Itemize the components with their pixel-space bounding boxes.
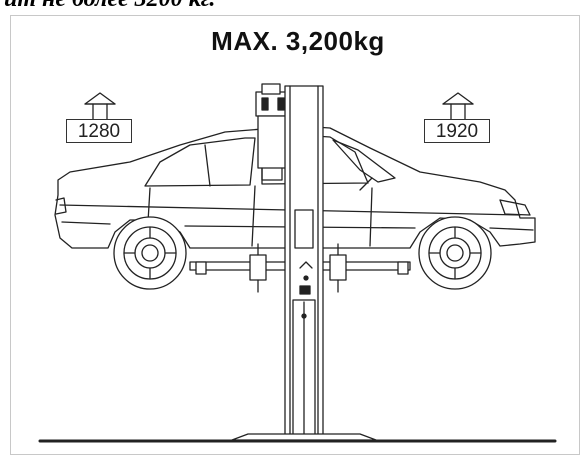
top-caption: ит не более 3200 кг.: [0, 0, 588, 11]
lift-column: [284, 85, 324, 439]
lift-base: [231, 433, 377, 441]
weight-label-left: 1280: [66, 119, 132, 143]
weight-label-right: 1920: [424, 119, 490, 143]
max-capacity-title: MAX. 3,200kg: [211, 26, 385, 56]
load-marker-left-icon: [84, 92, 116, 120]
load-marker-right-icon: [442, 92, 474, 120]
wheel-front: [418, 216, 492, 290]
wheel-rear: [113, 216, 187, 290]
